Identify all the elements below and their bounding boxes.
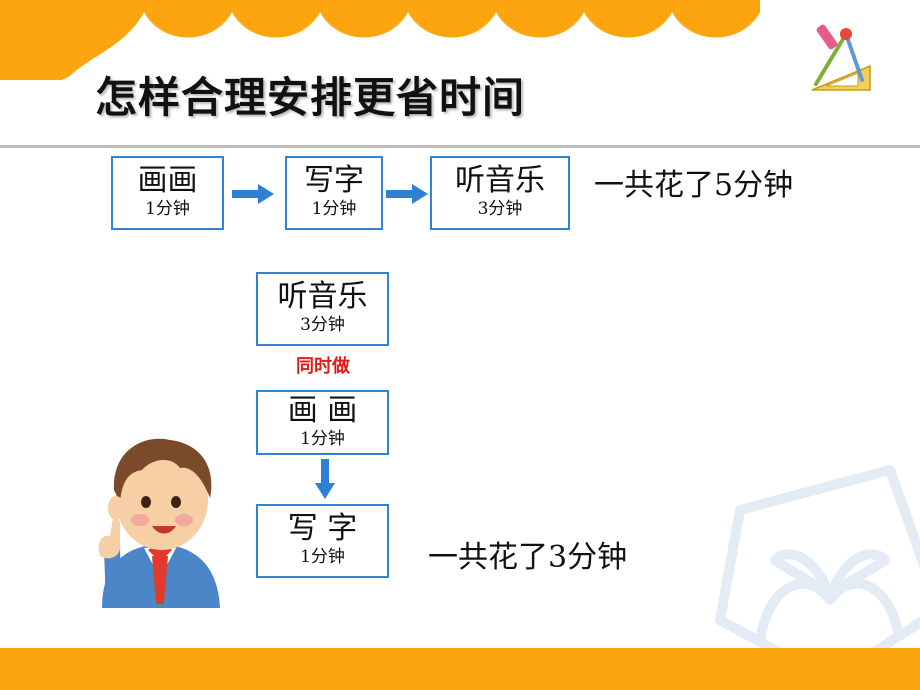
plan-b-total: 一共花了3分钟 xyxy=(428,540,628,575)
plan-a-step-draw: 画画 1分钟 xyxy=(111,156,224,230)
plan-a-total: 一共花了5分钟 xyxy=(594,168,794,203)
plan-b-step-write: 写 字 1分钟 xyxy=(256,504,389,578)
plan-a-step-music: 听音乐 3分钟 xyxy=(430,156,570,230)
step-duration: 3分钟 xyxy=(477,199,523,219)
right-arrow-icon xyxy=(232,184,274,204)
step-name: 听音乐 xyxy=(455,163,545,198)
right-arrow-icon xyxy=(386,184,428,204)
plan-a-step-write: 写字 1分钟 xyxy=(285,156,383,230)
title-divider xyxy=(0,145,920,148)
step-name: 写 字 xyxy=(287,511,358,546)
step-name: 画 画 xyxy=(287,393,358,428)
scalloped-header-decoration xyxy=(0,0,760,80)
page-title: 怎样合理安排更省时间 xyxy=(95,73,526,122)
footer-bar xyxy=(0,648,920,690)
step-duration: 1分钟 xyxy=(145,199,190,219)
step-duration: 3分钟 xyxy=(300,315,345,335)
simultaneous-label: 同时做 xyxy=(296,356,350,377)
plan-b-parallel-step-music: 听音乐 3分钟 xyxy=(256,272,389,346)
step-name: 写字 xyxy=(304,163,364,198)
sprout-hands-watermark xyxy=(715,465,920,685)
down-arrow-icon xyxy=(315,459,335,499)
boy-pointing-illustration xyxy=(98,438,220,608)
ruler-compass-icon xyxy=(811,24,871,91)
step-duration: 1分钟 xyxy=(300,429,345,449)
step-name: 听音乐 xyxy=(277,279,368,314)
plan-b-step-draw: 画 画 1分钟 xyxy=(256,390,389,455)
step-duration: 1分钟 xyxy=(300,547,345,567)
step-duration: 1分钟 xyxy=(311,199,357,219)
step-name: 画画 xyxy=(137,163,198,198)
